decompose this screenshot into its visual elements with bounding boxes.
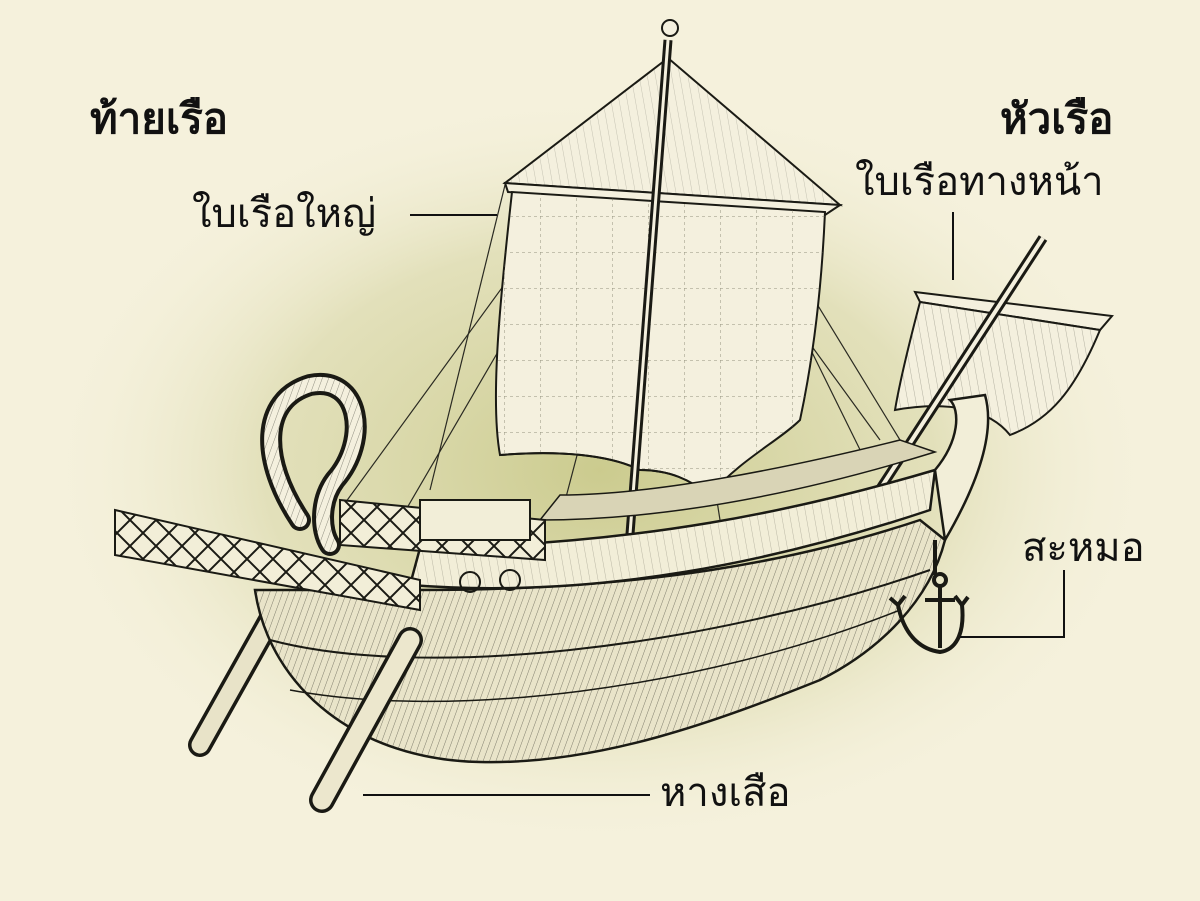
label-bow: หัวเรือ (1000, 94, 1114, 143)
label-foresail: ใบเรือทางหน้า (855, 159, 1104, 205)
leader-lines (363, 212, 1065, 796)
deckhouse (419, 499, 531, 593)
rear-rudder (188, 608, 282, 757)
label-rudder: หางเสือ (660, 770, 791, 816)
main-sail (494, 56, 844, 497)
mast (623, 19, 679, 561)
label-anchor: สะหมอ (1022, 525, 1145, 571)
label-stern: ท้ายเรือ (90, 94, 229, 143)
steering-oar (309, 627, 423, 813)
stern-ornament (260, 373, 367, 556)
anchor-icon (888, 540, 970, 655)
label-mainsail: ใบเรือใหญ่ (192, 191, 377, 237)
leader-anchor (960, 570, 1065, 638)
fore-sail (855, 235, 1114, 523)
